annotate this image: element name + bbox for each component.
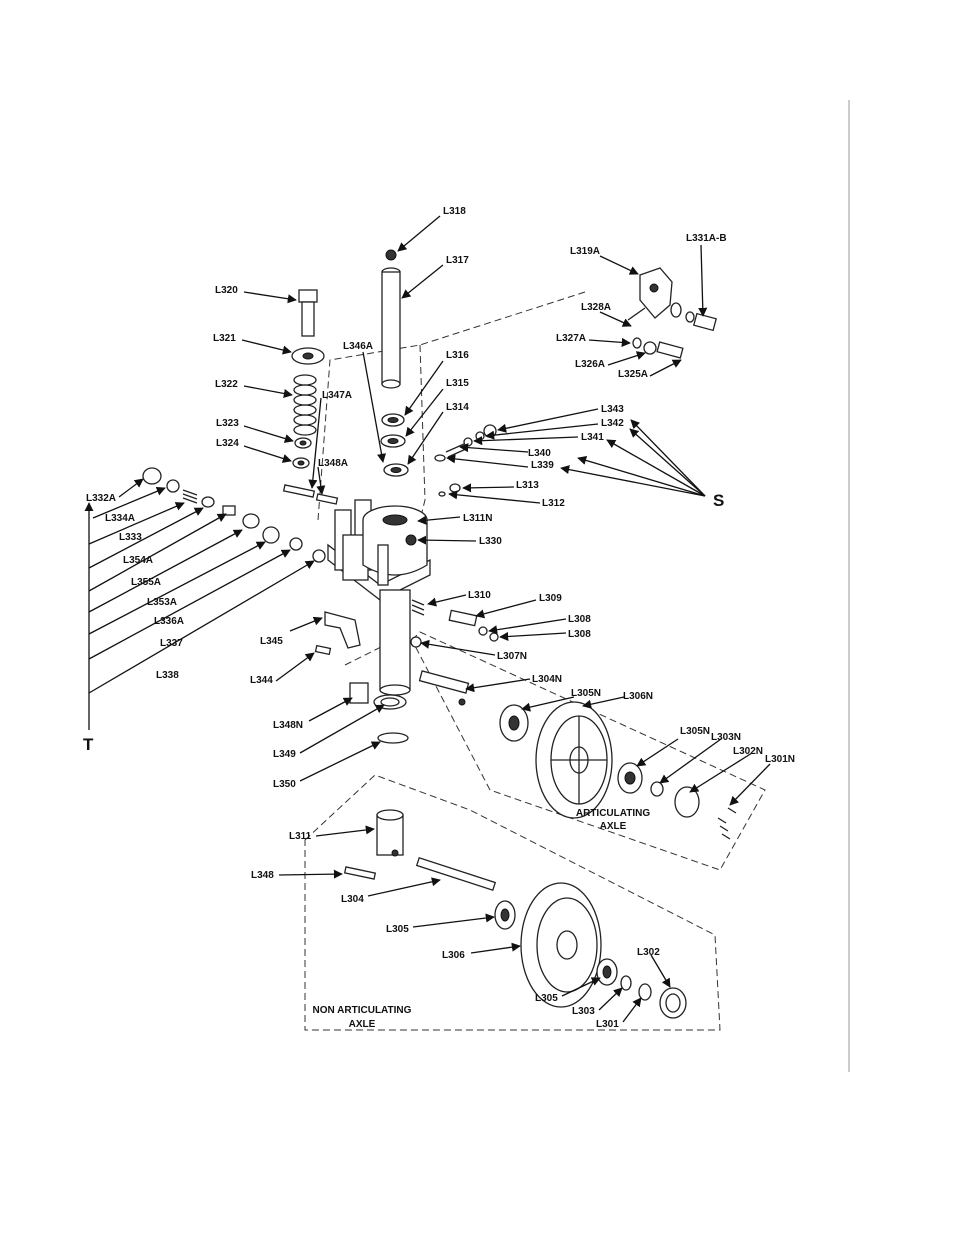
part-label: L346A (343, 341, 373, 352)
push-rod (298, 289, 318, 337)
part-label: L302N (733, 746, 763, 757)
part-label: L320 (215, 285, 238, 296)
part-label: L309 (539, 593, 562, 604)
part-label: L336A (154, 616, 184, 627)
leader-arrows (84, 215, 771, 1023)
part-label: L348A (318, 458, 348, 469)
non-articulating-wheel (343, 809, 687, 1019)
part-label: L303N (711, 732, 741, 743)
part-label: L308 (568, 629, 591, 640)
part-label: L340 (528, 448, 551, 459)
part-label: L311N (463, 513, 492, 524)
part-label: L349 (273, 749, 296, 760)
part-label: L347A (322, 390, 352, 401)
part-label: L327A (556, 333, 586, 344)
dashed-outline-articulating (411, 631, 766, 871)
part-label: L328A (581, 302, 611, 313)
part-label: L316 (446, 350, 469, 361)
part-label: L355A (131, 577, 161, 588)
part-label: L321 (213, 333, 236, 344)
part-label: L306N (623, 691, 653, 702)
part-label: L305 (386, 924, 409, 935)
part-label: L324 (216, 438, 239, 449)
part-label: L345 (260, 636, 283, 647)
part-label: L343 (601, 404, 624, 415)
part-label: L339 (531, 460, 554, 471)
part-label: L314 (446, 402, 469, 413)
part-label: L326A (575, 359, 605, 370)
articulating-axle-caption-line2: AXLE (600, 821, 627, 832)
part-label: L310 (468, 590, 491, 601)
part-label: L313 (516, 480, 539, 491)
articulating-wheel (499, 701, 737, 840)
non-articulating-axle-caption-line2: AXLE (349, 1019, 376, 1030)
handle-bracket (627, 267, 718, 359)
part-label: L338 (156, 670, 179, 681)
washer (291, 347, 325, 365)
piston-seals (380, 413, 409, 477)
pump-piston (381, 249, 401, 389)
part-label: L306 (442, 950, 465, 961)
part-label: L305N (680, 726, 710, 737)
group-label-s: S (713, 491, 724, 510)
part-label: L303 (572, 1006, 595, 1017)
part-label: L308 (568, 614, 591, 625)
pump-housing (327, 499, 431, 601)
part-label: L348N (273, 720, 303, 731)
part-label: L307N (497, 651, 527, 662)
part-label: L315 (446, 378, 469, 389)
part-label: L311 (289, 831, 312, 842)
non-articulating-axle-caption-line1: NON ARTICULATING (313, 1005, 412, 1016)
part-label: L318 (443, 206, 466, 217)
dashed-outline-upper (317, 291, 586, 521)
dashed-outline-pump (419, 344, 426, 521)
center-column (314, 589, 499, 706)
part-label: L319A (570, 246, 600, 257)
part-label: L334A (105, 513, 135, 524)
part-label: L325A (618, 369, 648, 380)
pins (282, 484, 339, 505)
part-label: L344 (250, 675, 273, 686)
part-label: L330 (479, 536, 502, 547)
part-label: L337 (160, 638, 183, 649)
part-label: L323 (216, 418, 239, 429)
part-label: L305N (571, 688, 601, 699)
t-group-parts (142, 467, 326, 563)
part-label: L322 (215, 379, 238, 390)
spring (293, 374, 317, 436)
part-label: L350 (273, 779, 296, 790)
part-label: L333 (119, 532, 142, 543)
part-label: L304N (532, 674, 562, 685)
spring-seats (292, 437, 312, 469)
part-label: L304 (341, 894, 364, 905)
part-label: L348 (251, 870, 274, 881)
part-label: L302 (637, 947, 660, 958)
part-label: L341 (581, 432, 604, 443)
group-label-t: T (83, 735, 94, 754)
part-label: L331A-B (686, 233, 727, 244)
part-label: L301N (765, 754, 795, 765)
part-label: L342 (601, 418, 624, 429)
part-label: L312 (542, 498, 565, 509)
articulating-axle-caption-line1: ARTICULATING (576, 808, 650, 819)
part-label: L305 (535, 993, 558, 1004)
part-labels: L318 L317 L319A L331A-B L320 L328A L327A… (86, 206, 795, 1030)
dashed-outline-non-articulating (304, 774, 721, 1031)
part-label: L353A (147, 597, 177, 608)
part-label: L332A (86, 493, 116, 504)
part-label: L317 (446, 255, 469, 266)
part-label: L301 (596, 1019, 619, 1030)
part-label: L354A (123, 555, 153, 566)
